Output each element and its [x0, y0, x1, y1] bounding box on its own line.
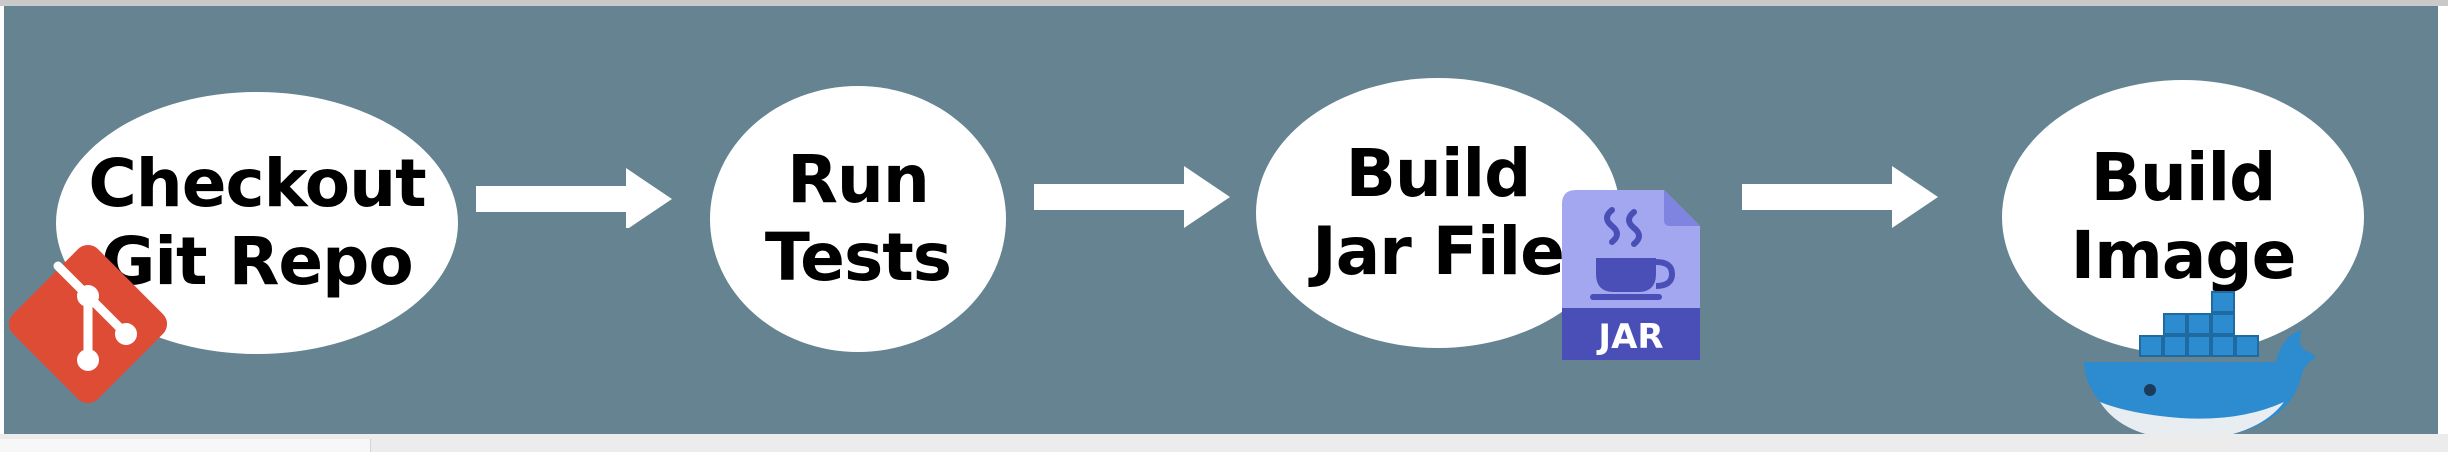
bottom-edge-segment	[0, 439, 371, 452]
top-edge	[0, 0, 2448, 6]
arrow-3	[1742, 166, 1938, 228]
jar-label: JAR	[1596, 317, 1663, 357]
step-build-image: Build Image	[2002, 80, 2364, 354]
step-3-line-2: Jar File	[1312, 213, 1565, 290]
jar-file-icon: JAR	[1562, 190, 1700, 360]
git-icon	[8, 244, 168, 404]
step-run-tests: Run Tests	[710, 86, 1006, 352]
arrow-1	[476, 168, 672, 228]
step-2-line-1: Run	[787, 141, 930, 219]
step-1-line-1: Checkout	[88, 145, 426, 223]
bottom-edge	[0, 434, 2448, 452]
step-2-line-2: Tests	[764, 219, 952, 296]
step-4-line-2: Image	[2070, 217, 2297, 294]
step-1-line-2: Git Repo	[101, 223, 413, 300]
step-build-jar-file: Build Jar File	[1256, 78, 1620, 348]
step-3-line-1: Build	[1345, 135, 1532, 213]
docker-icon	[2084, 291, 2316, 441]
step-4-line-1: Build	[2090, 139, 2277, 217]
arrow-2	[1034, 166, 1230, 228]
